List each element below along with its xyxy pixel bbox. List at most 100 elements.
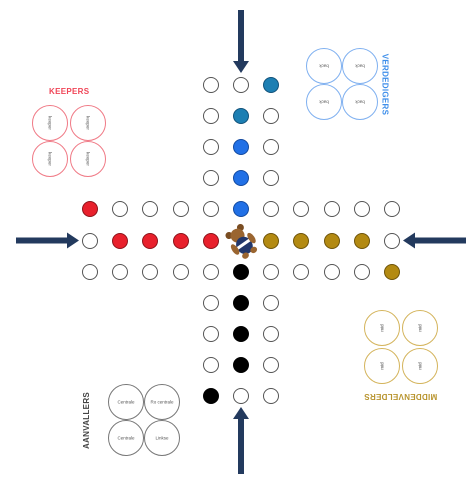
attacker-slot-3[interactable]: Centrale [108,420,144,456]
defender-slot-3[interactable]: back [306,84,342,120]
board-space-teal-piece[interactable] [233,108,249,125]
teddy-bear-icon [225,223,258,259]
defender-slot-3-label: back [319,99,329,105]
board-space-empty[interactable] [384,232,400,249]
keeper-slot-3-label: keeper [47,152,53,166]
board-space-black-piece[interactable] [233,294,249,311]
attacker-slot-1-label: Centrale [117,399,135,405]
defender-slot-1[interactable]: back [306,48,342,84]
board-space-teal-piece[interactable] [263,77,280,93]
team-keepers: KEEPERS keeper keeper keeper keeper [28,87,118,181]
board-space-red-piece[interactable] [172,232,189,249]
attacker-slot-1[interactable]: Centrale [108,384,144,420]
keeper-slot-1-label: keeper [47,116,53,130]
team-middenvelders-title: MIDDENVELDERS [364,392,438,401]
keeper-slot-2-label: keeper [85,116,91,130]
board-space-empty[interactable] [202,170,219,187]
board-space-empty[interactable] [293,201,310,218]
board-space-empty[interactable] [202,77,219,93]
board-space-empty[interactable] [142,201,159,218]
midfielder-slot-1[interactable]: mid [364,310,400,346]
keeper-slot-4[interactable]: keeper [70,141,106,177]
board-space-empty[interactable] [202,139,219,156]
board-space-empty[interactable] [323,263,340,280]
board-space-empty[interactable] [172,201,189,218]
board-space-empty[interactable] [263,263,280,280]
board-space-empty[interactable] [353,263,370,280]
team-aanvallers: AANVALLERS Centrale Ro centrale Centrale… [82,380,194,460]
midfielder-slot-3[interactable]: mid [364,348,400,384]
attacker-slot-2[interactable]: Ro centrale [144,384,180,420]
board-space-empty[interactable] [263,201,280,218]
midfielder-slot-1-label: mid [379,324,385,332]
team-verdedigers-title: VERDEDIGERS [380,53,390,116]
team-middenvelders: MIDDENVELDERS mid mid mid mid [360,306,450,401]
team-aanvallers-title: AANVALLERS [82,391,92,450]
defender-slot-4[interactable]: back [342,84,378,120]
board-space-empty[interactable] [263,108,280,125]
board-space-blue-piece[interactable] [233,139,249,156]
attacker-slot-4[interactable]: Linkse [144,420,180,456]
board-space-gold-piece[interactable] [293,232,310,249]
keeper-slot-2[interactable]: keeper [70,105,106,141]
board-space-gold-piece[interactable] [353,232,370,249]
board-space-empty[interactable] [293,263,310,280]
board-space-red-piece[interactable] [82,201,98,218]
board-space-black-piece[interactable] [233,325,249,342]
attacker-slot-3-label: Centrale [117,435,135,441]
board-space-black-piece[interactable] [233,356,249,373]
arrow-right-icon [16,232,79,249]
board-space-empty[interactable] [353,201,370,218]
defender-slot-2[interactable]: back [342,48,378,84]
board-space-empty[interactable] [263,356,280,373]
board-space-empty[interactable] [112,201,129,218]
arrow-up-icon [233,407,249,474]
defender-slot-4-label: back [355,99,365,105]
midfielder-slot-2[interactable]: mid [402,310,438,346]
board-space-red-piece[interactable] [202,232,219,249]
board-space-black-piece[interactable] [233,263,249,280]
team-verdedigers: VERDEDIGERS back back back back [302,44,392,124]
defender-slot-2-label: back [355,63,365,69]
midfielder-slot-3-label: mid [379,362,385,370]
board-space-empty[interactable] [112,263,129,280]
midfielder-slot-4[interactable]: mid [402,348,438,384]
defender-slot-1-label: back [319,63,329,69]
keeper-slot-3[interactable]: keeper [32,141,68,177]
board-space-empty[interactable] [202,325,219,342]
board-space-empty[interactable] [202,108,219,125]
board-space-empty[interactable] [172,263,189,280]
midfielder-slot-4-label: mid [417,362,423,370]
keeper-slot-4-label: keeper [85,152,91,166]
board-space-empty[interactable] [263,325,280,342]
board-space-black-piece[interactable] [202,388,219,404]
board-space-empty[interactable] [142,263,159,280]
attacker-slot-2-label: Ro centrale [150,399,174,405]
board-space-empty[interactable] [82,232,98,249]
board-space-empty[interactable] [263,388,280,404]
board-space-gold-piece[interactable] [263,232,280,249]
board-space-empty[interactable] [202,201,219,218]
board-space-blue-piece[interactable] [233,201,249,218]
board-space-red-piece[interactable] [142,232,159,249]
arrow-down-icon [233,10,249,73]
arrow-left-icon [403,232,466,249]
board-space-empty[interactable] [263,139,280,156]
board-space-gold-piece[interactable] [323,232,340,249]
board-space-empty[interactable] [323,201,340,218]
board-space-empty[interactable] [202,294,219,311]
board-space-empty[interactable] [263,294,280,311]
board-space-blue-piece[interactable] [233,170,249,187]
board-space-empty[interactable] [233,388,249,404]
board-space-gold-piece[interactable] [384,263,400,280]
board-space-empty[interactable] [233,77,249,93]
board-space-empty[interactable] [82,263,98,280]
board-space-empty[interactable] [202,263,219,280]
board-space-empty[interactable] [263,170,280,187]
board-space-red-piece[interactable] [112,232,129,249]
keeper-slot-1[interactable]: keeper [32,105,68,141]
board-space-empty[interactable] [202,356,219,373]
board-space-empty[interactable] [384,201,400,218]
